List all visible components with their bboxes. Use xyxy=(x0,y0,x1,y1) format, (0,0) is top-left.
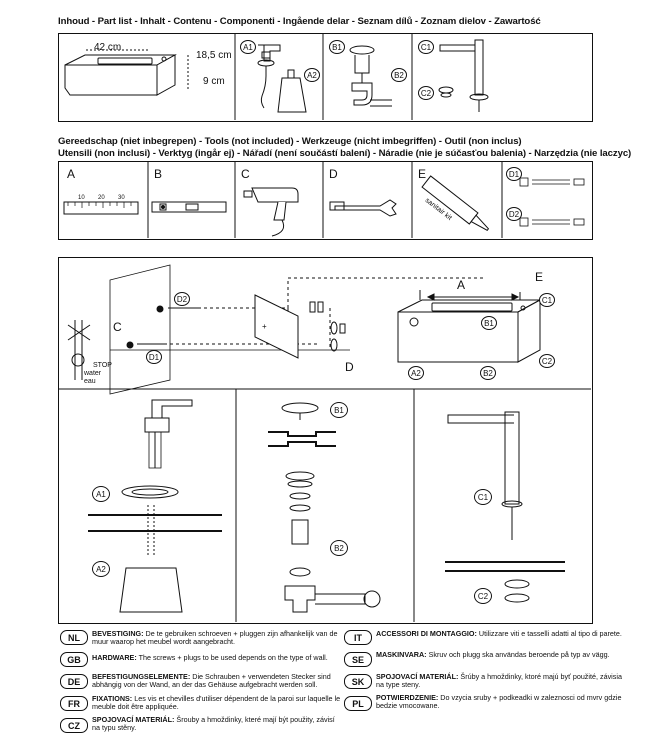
note-de: BEFESTIGUNGSELEMENTE: Die Schrauben + ve… xyxy=(92,672,331,690)
detail-a1-tag: A1 xyxy=(92,486,110,502)
tool-c-label: C xyxy=(241,167,250,181)
assembly-box xyxy=(58,257,593,624)
note-fr: FIXATIONS: Les vis et chevilles d'utilis… xyxy=(92,694,341,712)
tool-d2-tag: D2 xyxy=(506,207,522,221)
lang-flag-nl: NL xyxy=(60,630,88,645)
note-pl: POTWIERDZENIE: Do vzycia sruby + podkead… xyxy=(376,693,622,711)
assembly-a-label: A xyxy=(457,278,466,292)
svg-text:+: + xyxy=(262,322,267,331)
tools-heading-1: Gereedschap (niet inbegrepen) - Tools (n… xyxy=(58,136,522,147)
tool-d-label: D xyxy=(329,167,338,181)
lang-flag-sk: SK xyxy=(344,674,372,689)
tool-e-label: E xyxy=(418,167,427,181)
detail-c2-tag: C2 xyxy=(474,588,492,604)
parts-box xyxy=(58,33,593,122)
assembly-c-label: C xyxy=(113,320,122,334)
assembly-a2-tag: A2 xyxy=(408,366,424,380)
lang-flag-pl: PL xyxy=(344,696,372,711)
ruler-10: 10 xyxy=(78,195,85,201)
tool-a-label: A xyxy=(67,167,76,181)
tool-d1-tag: D1 xyxy=(506,167,522,181)
part-a2-tag: A2 xyxy=(304,68,320,82)
part-a1-tag: A1 xyxy=(240,40,256,54)
basin-height-label: 18,5 cm xyxy=(196,50,232,61)
assembly-d-label: D xyxy=(345,360,354,374)
note-se: MASKINVARA: Skruv och plugg ska användas… xyxy=(376,650,610,659)
note-sk: SPOJOVACÍ MATERIÁL: Šrúby a hmoždinky, k… xyxy=(376,672,622,690)
part-c1-tag: C1 xyxy=(418,40,434,54)
assembly-b2-tag: B2 xyxy=(480,366,496,380)
assembly-d1-tag: D1 xyxy=(146,350,162,364)
note-it: ACCESSORI DI MONTAGGIO: Utilizzare viti … xyxy=(376,629,622,638)
note-gb: HARDWARE: The screws + plugs to be used … xyxy=(92,653,328,662)
lang-flag-fr: FR xyxy=(60,696,88,711)
assembly-e-label: E xyxy=(535,270,544,284)
part-c2-tag: C2 xyxy=(418,86,434,100)
ruler-20: 20 xyxy=(98,195,105,201)
note-nl: BEVESTIGING: De te gebruiken schroeven +… xyxy=(92,629,338,647)
note-cz: SPOJOVACÍ MATERIÁL: Šrouby a hmoždinky, … xyxy=(92,715,335,733)
contents-heading: Inhoud - Part list - Inhalt - Contenu - … xyxy=(58,16,541,27)
water-label: water xyxy=(84,370,102,377)
part-b1-tag: B1 xyxy=(329,40,345,54)
lang-flag-de: DE xyxy=(60,674,88,689)
detail-c1-tag: C1 xyxy=(474,489,492,505)
lang-flag-cz: CZ xyxy=(60,718,88,733)
tool-b-label: B xyxy=(154,167,163,181)
basin-width-label: 42 cm xyxy=(94,42,122,53)
assembly-c2-tag: C2 xyxy=(539,354,555,368)
detail-b1-tag: B1 xyxy=(330,402,348,418)
assembly-b1-tag: B1 xyxy=(481,316,497,330)
tools-box xyxy=(58,161,593,240)
stop-label: STOP xyxy=(93,362,112,369)
eau-label: eau xyxy=(84,378,96,385)
assembly-c1-tag: C1 xyxy=(539,293,555,307)
tools-heading-2: Utensili (non inclusi) - Verktyg (ingår … xyxy=(58,148,632,159)
basin-depth-label: 9 cm xyxy=(203,76,225,87)
detail-b2-tag: B2 xyxy=(330,540,348,556)
detail-a2-tag: A2 xyxy=(92,561,110,577)
assembly-d2-tag: D2 xyxy=(174,292,190,306)
lang-flag-se: SE xyxy=(344,652,372,667)
lang-flag-it: IT xyxy=(344,630,372,645)
ruler-30: 30 xyxy=(118,195,125,201)
lang-flag-gb: GB xyxy=(60,652,88,667)
part-b2-tag: B2 xyxy=(391,68,407,82)
